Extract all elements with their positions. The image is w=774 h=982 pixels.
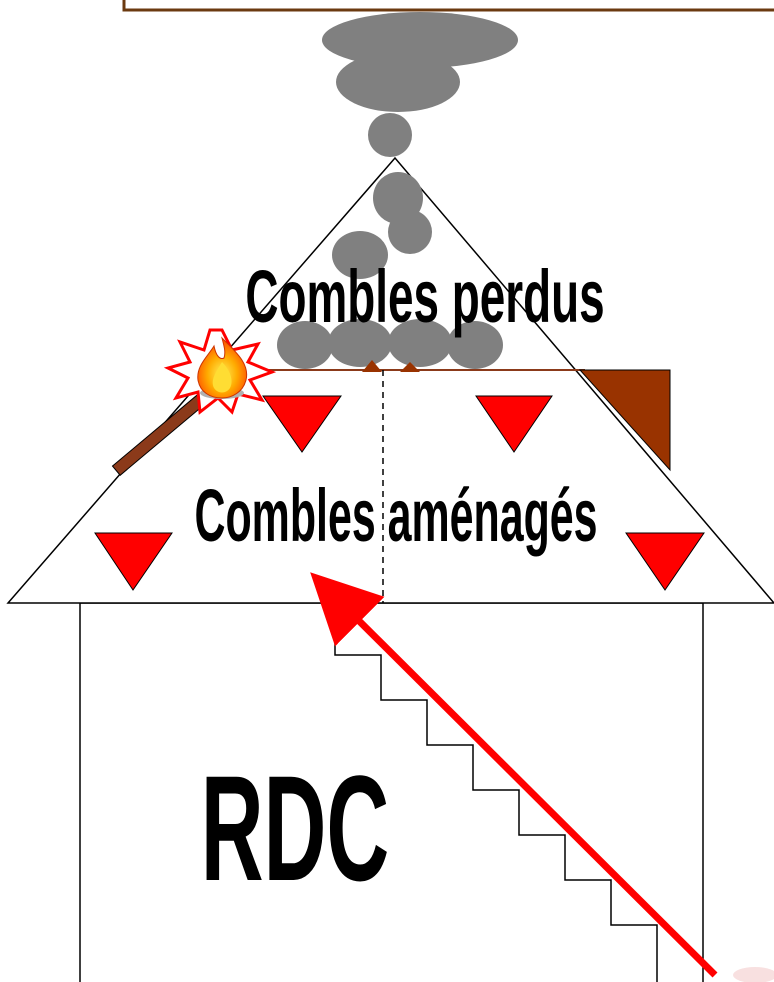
corner-blur: [733, 967, 774, 982]
smoke-leak-marker: [362, 360, 382, 372]
detector-icon: [625, 532, 705, 591]
smoke-puff: [328, 319, 392, 367]
smoke-puff: [277, 321, 333, 369]
detector-icon: [262, 395, 342, 453]
fire-icon: [163, 328, 277, 415]
label-ground-floor: RDC: [201, 744, 389, 912]
smoke-path-arrow: [310, 572, 718, 978]
roof-hatch: [578, 369, 671, 472]
ground-floor-walls: [79, 602, 704, 982]
label-attic-converted: Combles aménagés: [194, 474, 597, 557]
label-attic-lost: Combles perdus: [245, 256, 604, 339]
smoke-puff: [447, 321, 503, 369]
smoke-leak-marker: [400, 362, 420, 372]
smoke-puff: [332, 231, 388, 279]
detector-icon: [475, 395, 553, 453]
smoke-plume: [277, 12, 518, 369]
detector-icon: [94, 532, 173, 591]
smoke-detectors: [94, 395, 705, 591]
smoke-cloud: [322, 12, 518, 68]
smoke-cloud: [336, 52, 460, 112]
smoke-puff: [388, 210, 432, 254]
smoke-puff: [388, 319, 452, 367]
frame-top-edge: [122, 0, 774, 12]
smoke-puff: [368, 113, 412, 157]
flame-inner: [212, 362, 232, 393]
staircase: [334, 603, 658, 982]
